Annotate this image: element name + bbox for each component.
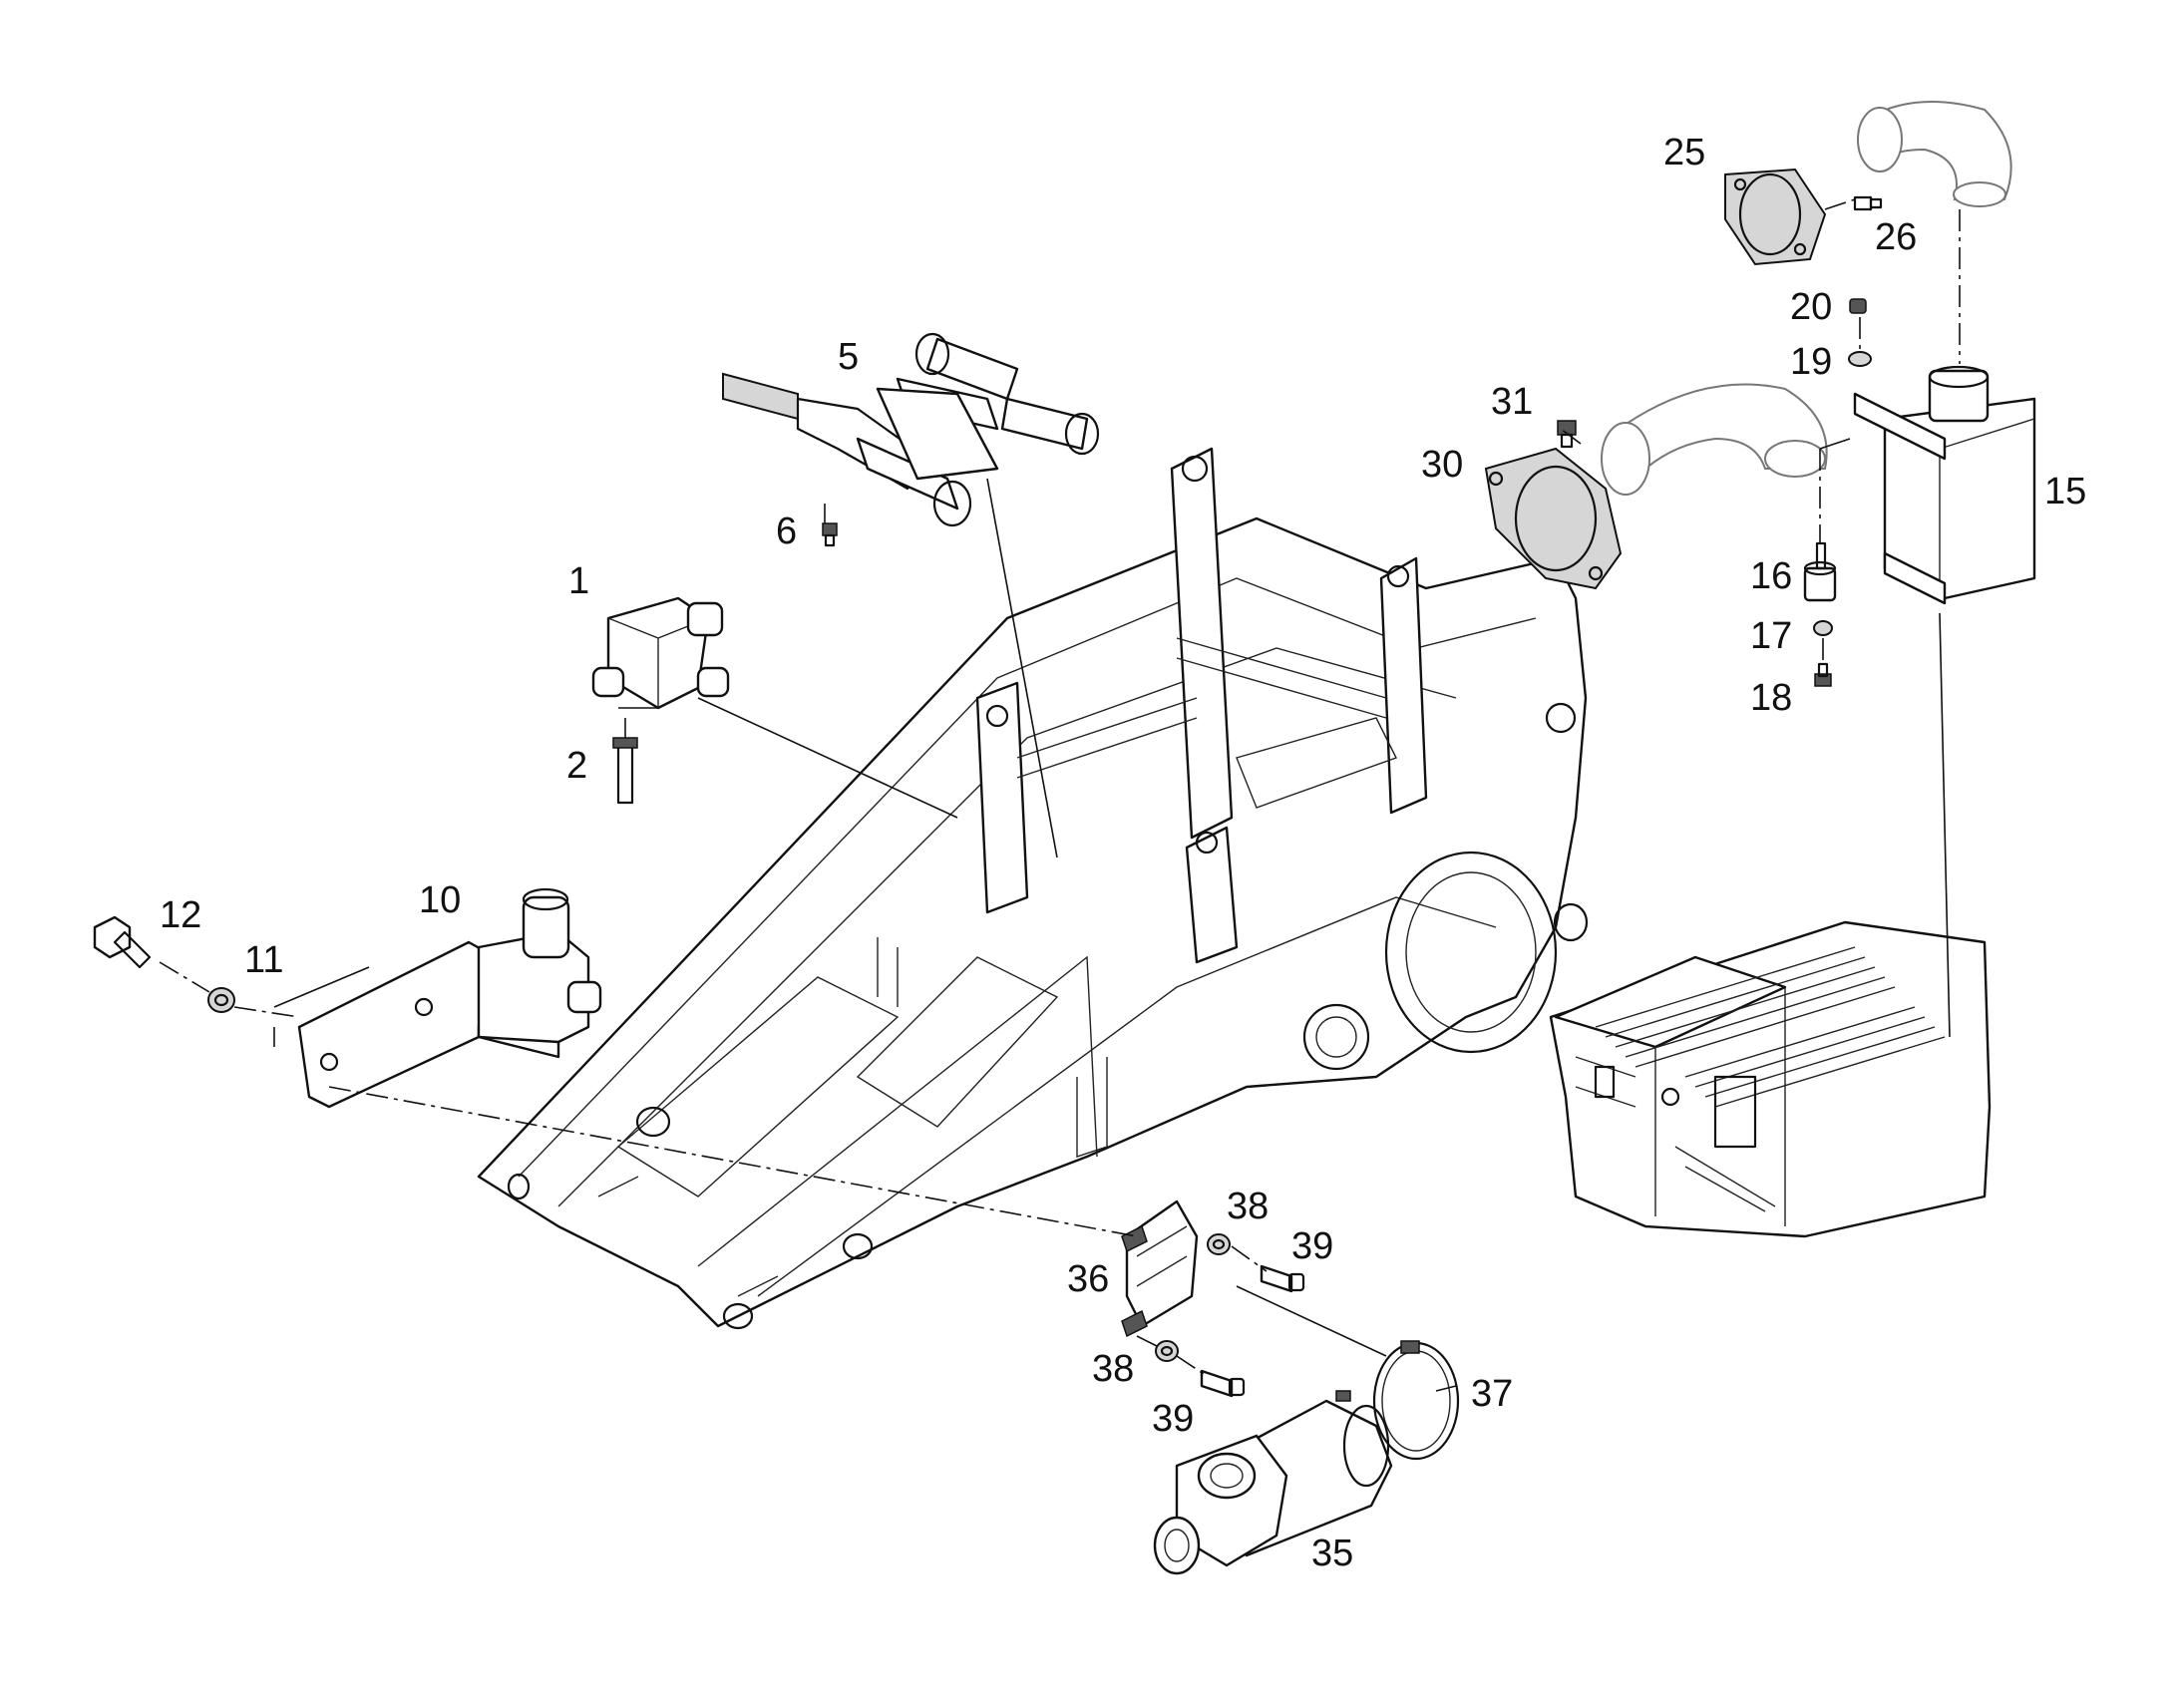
callout-38-upper: 38 — [1227, 1186, 1269, 1227]
callout-35: 35 — [1311, 1533, 1353, 1574]
part-19-washer — [1848, 351, 1872, 367]
callout-5: 5 — [838, 336, 859, 378]
callout-12: 12 — [160, 894, 201, 936]
part-15-tank — [1853, 365, 2036, 605]
part-12-bolt — [93, 915, 152, 969]
part-39-screw-upper — [1260, 1264, 1305, 1293]
part-5-valve-manifold — [722, 332, 1100, 527]
part-16-mount — [1803, 541, 1837, 602]
part-10-bracket-with-valve — [297, 887, 602, 1109]
callout-25: 25 — [1663, 132, 1705, 173]
part-18-screw — [1814, 662, 1832, 687]
part-2-bolt — [612, 737, 638, 805]
part-38-washer-upper — [1207, 1233, 1231, 1255]
callout-38-lower: 38 — [1092, 1348, 1134, 1390]
callout-31: 31 — [1491, 381, 1533, 423]
radiator-grille — [1595, 946, 1946, 1108]
callout-36: 36 — [1067, 1258, 1109, 1300]
callout-10: 10 — [419, 879, 461, 921]
part-35-pump — [1153, 1390, 1393, 1575]
callout-30: 30 — [1421, 444, 1463, 486]
part-17-washer — [1813, 620, 1833, 636]
callout-37: 37 — [1471, 1373, 1513, 1415]
callout-17: 17 — [1750, 615, 1792, 657]
callout-2: 2 — [566, 745, 587, 787]
callout-15: 15 — [2044, 471, 2086, 512]
elbow-hose-upper — [1857, 101, 2012, 207]
callout-20: 20 — [1790, 286, 1832, 328]
part-20-nut — [1849, 298, 1867, 314]
part-38-washer-lower — [1155, 1340, 1179, 1362]
callout-16: 16 — [1750, 555, 1792, 597]
radiator-unit — [1549, 920, 1992, 1238]
callout-11: 11 — [244, 939, 283, 981]
chassis-frame — [477, 447, 1589, 1330]
part-39-screw-lower — [1200, 1369, 1246, 1398]
callout-19: 19 — [1790, 341, 1832, 383]
callout-18: 18 — [1750, 677, 1792, 719]
part-25-flange — [1724, 168, 1827, 266]
callout-labels: 1 2 5 6 10 11 12 15 16 17 18 19 20 25 26… — [160, 132, 2086, 1574]
elbow-hose-lower — [1601, 383, 1828, 496]
part-37-hose-clamp — [1372, 1340, 1460, 1461]
callout-1: 1 — [568, 560, 589, 602]
part-30-flange — [1484, 447, 1623, 590]
part-6-screw — [822, 522, 838, 547]
callout-26: 26 — [1875, 216, 1917, 258]
part-1-tee-fitting — [591, 596, 730, 710]
callout-6: 6 — [776, 511, 797, 552]
part-11-washer — [207, 987, 235, 1013]
part-36-bracket — [1121, 1199, 1199, 1338]
leader-lines — [159, 198, 1961, 1392]
part-31-screw — [1557, 420, 1577, 449]
part-26-screw — [1853, 195, 1883, 211]
callout-39-upper: 39 — [1291, 1225, 1333, 1267]
callout-39-lower: 39 — [1152, 1398, 1194, 1440]
